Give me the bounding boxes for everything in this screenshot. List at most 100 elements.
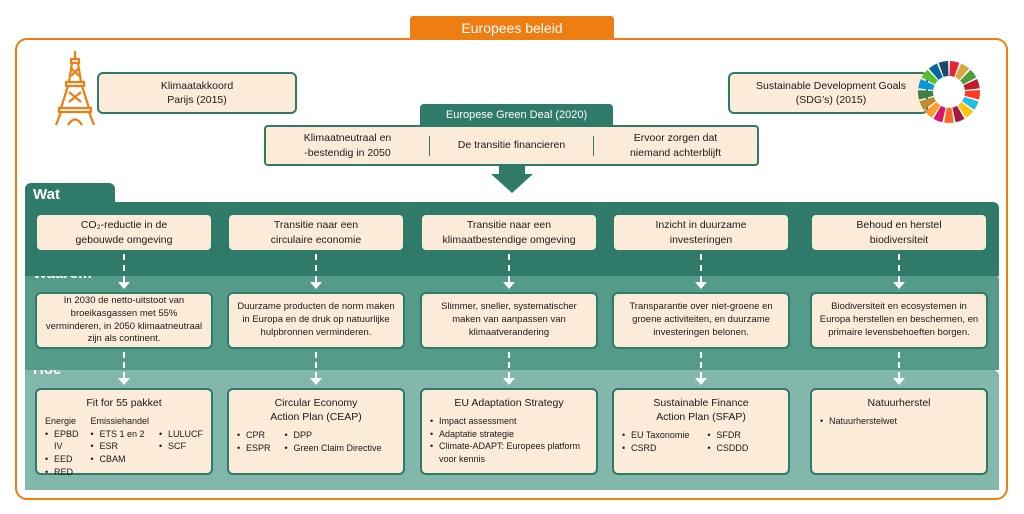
wat-line-1: CO₂-reductie in de [80, 219, 168, 232]
list-item: ESPR [237, 442, 271, 455]
sdg-wheel-segment [918, 90, 934, 100]
list-item: CSRD [622, 442, 689, 455]
sdg-wheel-segment [960, 69, 977, 85]
waarom-box: In 2030 de netto-uitstoot van broeikasga… [35, 292, 213, 349]
list-item: Adaptatie strategie [430, 428, 588, 441]
hoe-title: Sustainable Finance Action Plan (SFAP) [622, 396, 780, 424]
wat-line-2: investeringen [669, 233, 733, 246]
sdg-wheel-segment [944, 107, 954, 123]
list-item: SFDR [707, 429, 748, 442]
dashed-arrow-icon [118, 352, 130, 385]
list-item: CSDDD [707, 442, 748, 455]
sdg-box: Sustainable Development Goals (SDG’s) (2… [728, 72, 928, 114]
list-item: ESR [90, 440, 149, 453]
hoe-box: Natuurherstel Natuurherstelwet [810, 388, 988, 475]
wat-section-label: Wat [25, 183, 115, 205]
hoe-title-line-1: Sustainable Finance [653, 397, 749, 409]
sdg-wheel-segment [924, 102, 941, 118]
page-title: Europees beleid [410, 16, 614, 40]
green-deal-item-2: De transitie financieren [430, 138, 593, 152]
green-deal-item-1-line-2: -bestendig in 2050 [304, 146, 391, 159]
hoe-title: Circular Economy Action Plan (CEAP) [237, 396, 395, 424]
sdg-wheel-segment [964, 90, 980, 100]
green-deal-item-3: Ervoor zorgen dat niemand achterblijft [594, 131, 757, 159]
list-item: CPR [237, 429, 271, 442]
list-item: EED [45, 453, 80, 466]
hoe-box: Circular Economy Action Plan (CEAP) CPR … [227, 388, 405, 475]
list-item: CBAM [90, 453, 149, 466]
green-deal-title: Europese Green Deal (2020) [420, 104, 613, 126]
paris-line-1: Klimaatakkoord [160, 79, 234, 92]
list-item: Natuurherstelwet [820, 415, 897, 428]
hoe-title-line-1: Circular Economy [274, 397, 358, 409]
sdg-wheel-segment [957, 102, 974, 118]
hoe-box: Fit for 55 pakket Energie EPBD IV EED RE… [35, 388, 213, 478]
group-label: Energie [45, 416, 77, 427]
hoe-title-line-2: Action Plan (SFAP) [656, 411, 746, 424]
hoe-box: EU Adaptation Strategy Impact assessment… [420, 388, 598, 475]
sdg-wheel-icon [918, 61, 980, 123]
paris-agreement-box: Klimaatakkoord Parijs (2015) [97, 72, 297, 114]
hoe-title: Natuurherstel [867, 397, 931, 409]
wat-line-1: Transitie naar een [466, 219, 552, 232]
waarom-box: Slimmer, sneller, systematischer maken v… [420, 292, 598, 349]
sdg-wheel-segment [921, 69, 938, 85]
dashed-arrow-icon [893, 254, 905, 289]
list-item: EPBD IV [45, 428, 80, 453]
dashed-arrow-icon [503, 352, 515, 385]
list-item: Climate-ADAPT: Europees platform voor ke… [430, 440, 588, 465]
green-deal-item-1-line-1: Klimaatneutraal en [303, 132, 392, 145]
hoe-title: EU Adaptation Strategy [454, 397, 564, 409]
hoe-box: Sustainable Finance Action Plan (SFAP) E… [612, 388, 790, 475]
sdg-wheel-segment [938, 61, 949, 77]
group-label: Emissiehandel [90, 416, 149, 427]
dashed-arrow-icon [310, 254, 322, 289]
outer-frame [15, 38, 1008, 500]
list-item: EU Taxonomie [622, 429, 689, 442]
list-item: SCF [159, 440, 203, 453]
wat-line-1: Behoud en herstel [856, 219, 942, 232]
sdg-wheel-segment [955, 63, 970, 80]
list-item: DPP [285, 429, 382, 442]
dashed-arrow-icon [695, 254, 707, 289]
dashed-arrow-icon [310, 352, 322, 385]
green-deal-box: Klimaatneutraal en -bestendig in 2050 De… [264, 125, 759, 166]
sdg-wheel-segment [918, 79, 935, 91]
divider [429, 135, 430, 156]
list-item: ETS 1 en 2 [90, 428, 149, 441]
sdg-wheel-segment [949, 61, 960, 77]
dashed-arrow-icon [893, 352, 905, 385]
sdg-line-1: Sustainable Development Goals [755, 79, 906, 92]
list-item: Impact assessment [430, 415, 588, 428]
wat-line-1: Inzicht in duurzame [655, 219, 747, 232]
hoe-title-line-2: Action Plan (CEAP) [270, 411, 362, 424]
waarom-box: Biodiversiteit en ecosystemen in Europa … [810, 292, 988, 349]
sdg-wheel-segment [933, 105, 946, 123]
list-item: LULUCF [159, 428, 203, 441]
sdg-wheel-segment [952, 105, 965, 123]
sdg-line-2: (SDG’s) (2015) [795, 94, 867, 106]
sdg-wheel-segment [919, 96, 936, 110]
waarom-box: Transparantie over niet-groene en groene… [612, 292, 790, 349]
sdg-wheel-segment [963, 79, 980, 91]
waarom-box: Duurzame producten de norm maken in Euro… [227, 292, 405, 349]
dashed-arrow-icon [695, 352, 707, 385]
dashed-arrow-icon [503, 254, 515, 289]
divider [593, 135, 594, 156]
wat-line-2: gebouwde omgeving [75, 233, 173, 246]
sdg-wheel-segment [962, 96, 979, 110]
list-item: Green Claim Directive [285, 442, 382, 455]
list-item: RED [45, 466, 80, 479]
eiffel-tower-icon [55, 51, 95, 126]
green-deal-item-2-line-1: De transitie financieren [457, 139, 566, 152]
green-deal-item-3-line-2: niemand achterblijft [629, 146, 722, 159]
green-deal-item-3-line-1: Ervoor zorgen dat [633, 132, 718, 145]
wat-line-2: biodiversiteit [869, 233, 929, 246]
green-deal-item-1: Klimaatneutraal en -bestendig in 2050 [266, 131, 429, 159]
paris-line-2: Parijs (2015) [167, 94, 227, 106]
